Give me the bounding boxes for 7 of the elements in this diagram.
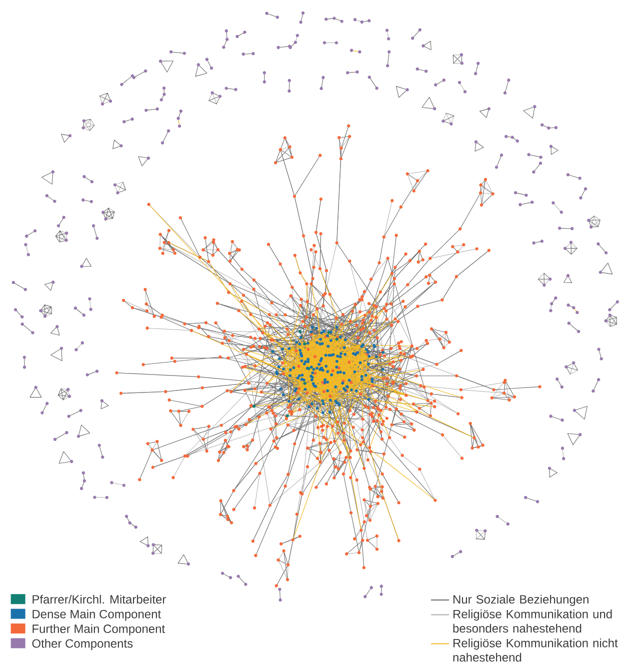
legend-label: Further Main Component — [32, 624, 165, 636]
legend-label: Other Components — [32, 638, 133, 650]
legend-label: Religiöse Kommunikation nicht nahestehend — [453, 638, 618, 662]
legend-label: Dense Main Component — [32, 610, 161, 621]
legend-label: Nur Soziale Beziehungen — [454, 594, 588, 606]
legend-label: Pfarrer/Kirchl. Mitarbeiter — [32, 594, 166, 604]
legend-label: Religiöse Kommunikation und besonders nahestehend — [453, 610, 612, 633]
